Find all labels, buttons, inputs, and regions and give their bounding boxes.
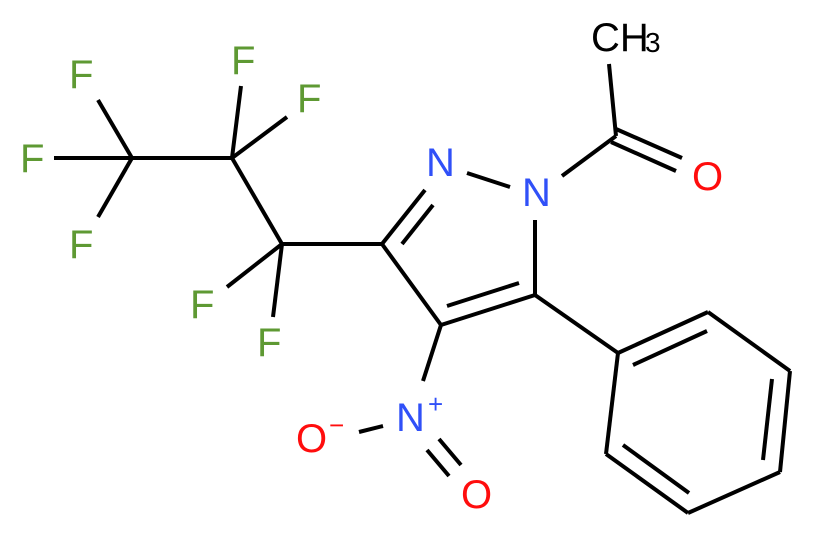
atom-f5: F bbox=[297, 77, 321, 121]
atom-ch3-subscript: 3 bbox=[645, 27, 661, 58]
atom-o-nitro-neg: O bbox=[296, 417, 327, 461]
bond-ph-2-3 bbox=[706, 310, 792, 373]
bond-c3-n2-inner bbox=[400, 203, 435, 246]
bond-nnitro-o-dbl-a bbox=[425, 448, 451, 478]
atom-f6: F bbox=[190, 283, 214, 327]
bond-ph-1-2 bbox=[617, 310, 709, 355]
bond-ph-3-4 bbox=[778, 370, 792, 473]
atom-f4: F bbox=[231, 39, 255, 83]
bond-cacyl-o-b bbox=[610, 140, 677, 173]
atom-o-acetyl: O bbox=[692, 155, 723, 199]
bond-cf3-f-bottom bbox=[96, 157, 134, 218]
bond-c5-c4 bbox=[440, 293, 536, 327]
bond-cf2a-f-right bbox=[230, 115, 289, 160]
bond-ph-5-6 bbox=[604, 452, 690, 515]
atom-n1: N bbox=[522, 171, 551, 215]
bond-ph-6-1 bbox=[604, 352, 620, 455]
bond-ph-5-6-inner bbox=[621, 443, 691, 495]
bond-cf2a-cf2b bbox=[230, 156, 284, 246]
atom-f2: F bbox=[20, 137, 44, 181]
atom-n-nitro: N bbox=[396, 396, 425, 440]
bond-c5-c4-inner bbox=[446, 281, 520, 308]
bond-cacyl-o-a bbox=[615, 127, 683, 160]
bond-ph-1-2-inner bbox=[632, 329, 708, 367]
bond-cf2a-f-top bbox=[230, 85, 243, 159]
atom-f3: F bbox=[69, 223, 93, 267]
bond-c5-phenyl bbox=[533, 293, 620, 355]
bond-cf2b-f-left bbox=[225, 242, 284, 289]
bond-n1-cacyl bbox=[560, 134, 618, 178]
bond-c4-c3 bbox=[380, 242, 443, 327]
bond-nnitro-o-neg bbox=[358, 424, 384, 434]
bond-ph-4-5 bbox=[687, 470, 781, 515]
bond-c4-nnitro bbox=[421, 324, 443, 382]
atom-n2: N bbox=[426, 141, 455, 185]
atom-ch3: CH bbox=[591, 16, 649, 60]
atom-f1: F bbox=[69, 53, 93, 97]
charge-minus: − bbox=[329, 410, 344, 440]
bond-cf3-f-top bbox=[96, 98, 134, 160]
bond-c3-n2 bbox=[380, 188, 427, 246]
atom-f7: F bbox=[257, 321, 281, 365]
bond-cacyl-ch3 bbox=[607, 63, 618, 137]
bond-ph-3-4-inner bbox=[761, 378, 774, 461]
charge-plus: + bbox=[428, 389, 443, 419]
bond-cf2b-f-bottom bbox=[271, 243, 284, 318]
atom-o-nitro-dbl: O bbox=[461, 473, 492, 517]
bond-nnitro-o-dbl-b bbox=[437, 437, 463, 467]
bond-n2-n1 bbox=[466, 171, 511, 189]
